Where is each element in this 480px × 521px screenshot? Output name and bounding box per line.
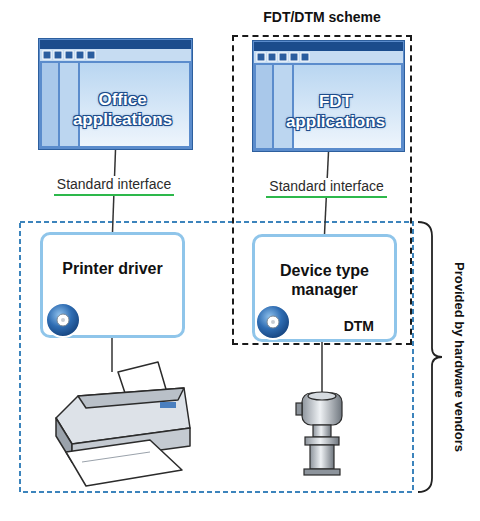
interface-label: Standard interface [266, 178, 386, 198]
group-title: FDT/DTM scheme [214, 9, 430, 25]
transmitter-illustration [296, 392, 342, 475]
application-window: Office applications [38, 38, 193, 150]
application-window: FDT applications [252, 40, 405, 152]
software-box: Printer driver [40, 232, 185, 338]
vendor-region [20, 222, 413, 492]
window-title: Office applications [60, 90, 185, 130]
device-wire [321, 340, 323, 393]
box-label: Printer driver [51, 259, 174, 278]
interface-label: Standard interface [54, 176, 174, 196]
software-box: Device type managerDTM [252, 234, 397, 342]
printer-illustration [56, 362, 190, 486]
side-note: Provided by hardware vendors [450, 227, 468, 487]
device-wire [111, 338, 113, 372]
box-label: DTM [344, 318, 374, 334]
box-label: Device type manager [263, 261, 386, 299]
window-title: FDT applications [274, 92, 397, 132]
bracket [418, 222, 442, 492]
